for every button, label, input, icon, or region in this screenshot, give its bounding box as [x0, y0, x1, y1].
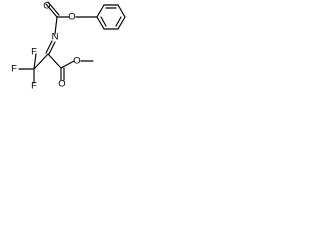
bond-carbamate-o-double-b — [47, 1, 60, 16]
bond-ester-o-single — [60, 60, 75, 69]
bond-n-c-alpha-a — [45, 40, 53, 54]
atom-label-carbonyl-oxygen-top: O — [43, 1, 50, 12]
bond-c-alpha-cf3 — [33, 53, 49, 70]
bonds — [18, 1, 126, 84]
atom-label-carbonyl-oxygen-bottom: O — [58, 79, 65, 90]
atom-labels: N O O F F F O O — [11, 1, 81, 92]
atom-label-nitrogen: N — [52, 32, 59, 43]
atom-label-fluorine-bottom: F — [31, 47, 37, 58]
atom-label-fluorine-mid: F — [31, 81, 37, 92]
benzene-inner-double-3 — [100, 16, 107, 27]
atom-label-ester-oxygen-bottom: O — [73, 56, 80, 67]
bond-c-f-upper — [33, 53, 37, 70]
bond-c-alpha-ester — [47, 53, 62, 69]
bond-carbamate-o-double-a — [45, 3, 58, 18]
bond-n-c-alpha-b — [48, 41, 56, 55]
atom-label-fluorine-left: F — [11, 64, 17, 75]
atom-label-ether-oxygen-top: O — [68, 12, 75, 23]
bond-n-c-carbamate — [54, 16, 58, 35]
benzene-ring — [96, 4, 126, 30]
chemical-structure-diagram: N O O F F F O O — [11, 1, 126, 92]
benzene-inner-double-2 — [115, 16, 122, 27]
